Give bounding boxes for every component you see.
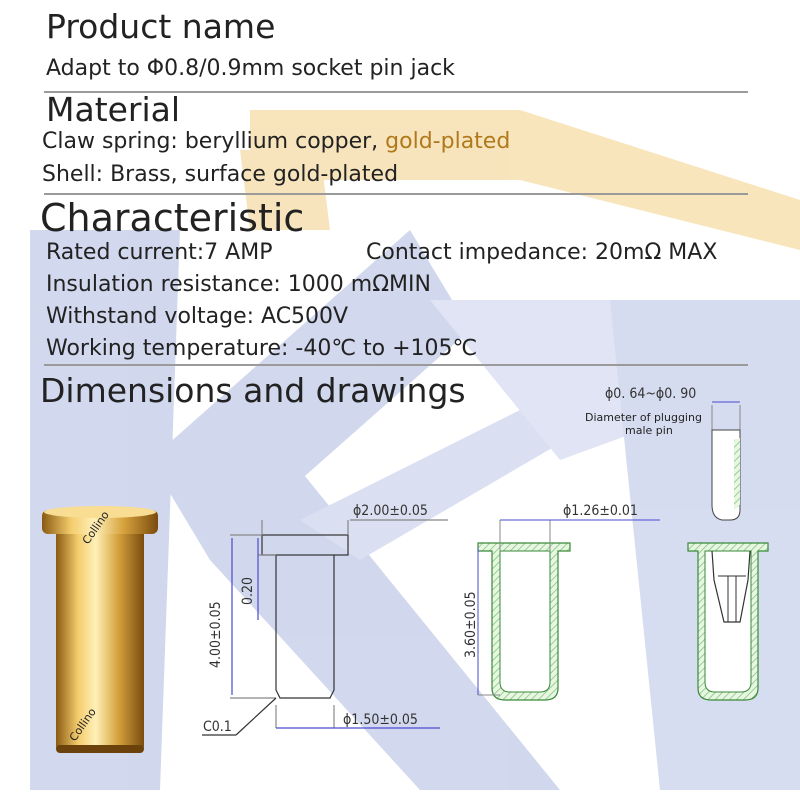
working-temperature: Working temperature: -40℃ to +105℃ [46,336,478,361]
product-photo [42,506,158,753]
withstand-voltage: Withstand voltage: AC500V [46,304,349,329]
rated-current: Rated current:7 AMP [46,240,273,265]
divider [44,91,748,93]
male-pin-drawing [711,401,741,521]
material-heading: Material [46,90,181,129]
material-shell: Shell: Brass, surface gold-plated [42,162,399,187]
divider [44,193,748,195]
material-claw-spring: Claw spring: beryllium copper, gold-plat… [42,131,510,153]
length-label: 4.00±0.05 [208,601,224,668]
outer-diameter-label: ϕ2.00±0.05 [353,503,428,519]
pin-caption-line2: male pin [625,424,673,437]
chamfer-label: C0.1 [203,719,232,735]
claw-spring-highlight: gold-plated [385,129,511,154]
section-view-drawing [477,519,660,701]
depth-label: 3.60±0.05 [463,591,479,658]
product-description: Adapt to Φ0.8/0.9mm socket pin jack [46,56,455,81]
claw-spring-text: Claw spring: beryllium copper, [42,129,386,154]
pin-caption-line1: Diameter of plugging [585,411,702,424]
flange-height-label: 0.20 [240,577,256,605]
pin-range-label: ϕ0. 64~ϕ0. 90 [605,386,696,402]
characteristic-heading: Characteristic [40,196,305,240]
inner-diameter-label: ϕ1.26±0.01 [563,503,638,519]
side-view-drawing [202,519,448,736]
assembly-drawing [687,542,769,701]
product-heading: Product name [46,7,276,46]
body-diameter-label: ϕ1.50±0.05 [343,712,418,728]
dimensions-heading: Dimensions and drawings [40,371,466,410]
divider [44,364,748,366]
contact-impedance: Contact impedance: 20mΩ MAX [366,240,718,265]
insulation-resistance: Insulation resistance: 1000 mΩMIN [46,272,431,297]
